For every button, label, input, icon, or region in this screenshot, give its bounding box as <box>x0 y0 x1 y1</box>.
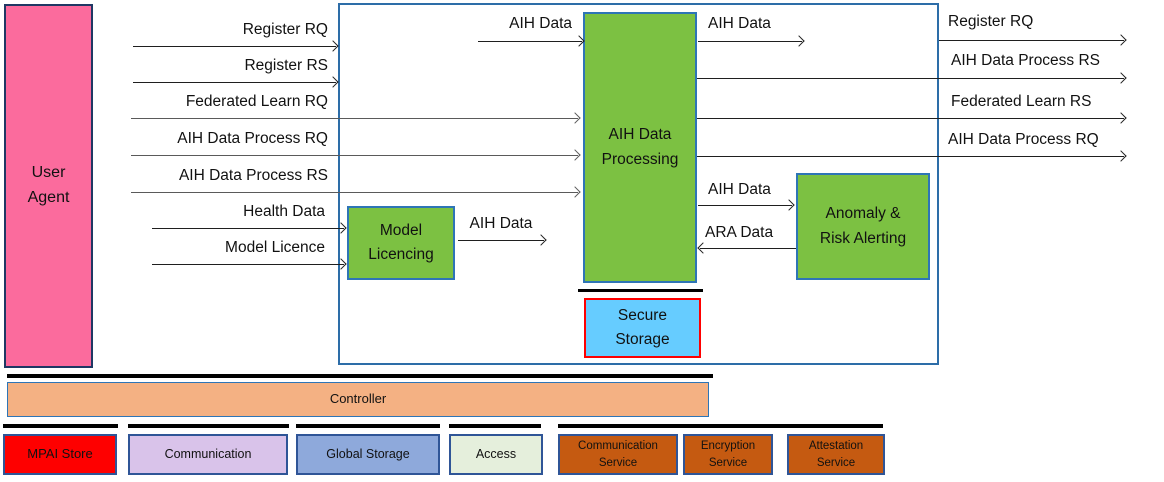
arrow-federated-learn-rs-out <box>697 118 1124 119</box>
arrow-aih-data-top-in <box>478 41 582 42</box>
arrow-health-data <box>152 228 344 229</box>
arrow-aih-data-to-ara <box>698 205 792 206</box>
flow-label-register-rq-in: Register RQ <box>242 21 328 38</box>
flow-label-aih-data-process-rq-out: AIH Data Process RQ <box>948 131 1099 148</box>
arrow-model-licence <box>152 264 344 265</box>
bar-above-services <box>558 424 883 428</box>
arrow-aih-data-process-rs-in <box>131 192 578 193</box>
flow-label-federated-learn-rq: Federated Learn RQ <box>185 93 328 110</box>
flow-label-model-licence: Model Licence <box>225 239 325 256</box>
bar-above-global-storage <box>296 424 440 428</box>
arrow-aih-data-process-rq-out <box>697 156 1124 157</box>
arrow-aih-data-process-rs-out <box>697 78 1124 79</box>
flow-label-aih-data-top-in: AIH Data <box>509 15 572 32</box>
node-model-licencing: Model Licencing <box>347 206 455 280</box>
flow-label-aih-data-process-rq-in: AIH Data Process RQ <box>177 130 328 147</box>
node-controller: Controller <box>7 382 709 417</box>
flow-label-register-rq-out: Register RQ <box>948 13 1034 30</box>
node-communication-service: Communication Service <box>558 434 678 475</box>
bar-above-access <box>449 424 541 428</box>
node-secure-storage: Secure Storage <box>584 298 701 358</box>
arrow-register-rq-out <box>939 40 1124 41</box>
node-encryption-service: Encryption Service <box>683 434 773 475</box>
arrow-register-rs-in <box>133 82 336 83</box>
bar-above-communication <box>128 424 289 428</box>
flow-label-aih-data-process-rs-in: AIH Data Process RS <box>178 167 328 184</box>
flow-label-register-rs-in: Register RS <box>244 57 328 74</box>
node-mpai-store: MPAI Store <box>3 434 117 475</box>
flow-label-aih-data-from-model: AIH Data <box>469 215 533 232</box>
arrow-aih-data-top-out <box>698 41 802 42</box>
flow-label-aih-data-top-out: AIH Data <box>708 15 771 32</box>
node-access: Access <box>449 434 543 475</box>
node-attestation-service: Attestation Service <box>787 434 885 475</box>
node-aih-data-processing: AIH Data Processing <box>583 12 697 283</box>
flow-label-ara-data: ARA Data <box>705 224 774 241</box>
bar-above-mpai-store <box>3 424 118 428</box>
node-user-agent: User Agent <box>4 4 93 368</box>
flow-label-health-data: Health Data <box>243 203 325 220</box>
node-anomaly-risk-alerting: Anomaly & Risk Alerting <box>796 173 930 280</box>
bar-above-controller <box>7 374 713 378</box>
arrow-aih-data-process-rq-in <box>131 155 578 156</box>
arrow-register-rq-in <box>133 46 336 47</box>
bar-under-aih-processing <box>578 289 703 292</box>
node-communication: Communication <box>128 434 288 475</box>
flow-label-aih-data-to-ara: AIH Data <box>708 181 771 198</box>
flow-label-federated-learn-rs-out: Federated Learn RS <box>951 93 1092 110</box>
arrow-ara-data <box>700 248 796 249</box>
arrow-federated-learn-rq <box>131 118 578 119</box>
node-global-storage: Global Storage <box>296 434 440 475</box>
arrow-aih-data-from-model <box>458 240 544 241</box>
flow-label-aih-data-process-rs-out: AIH Data Process RS <box>951 52 1101 69</box>
